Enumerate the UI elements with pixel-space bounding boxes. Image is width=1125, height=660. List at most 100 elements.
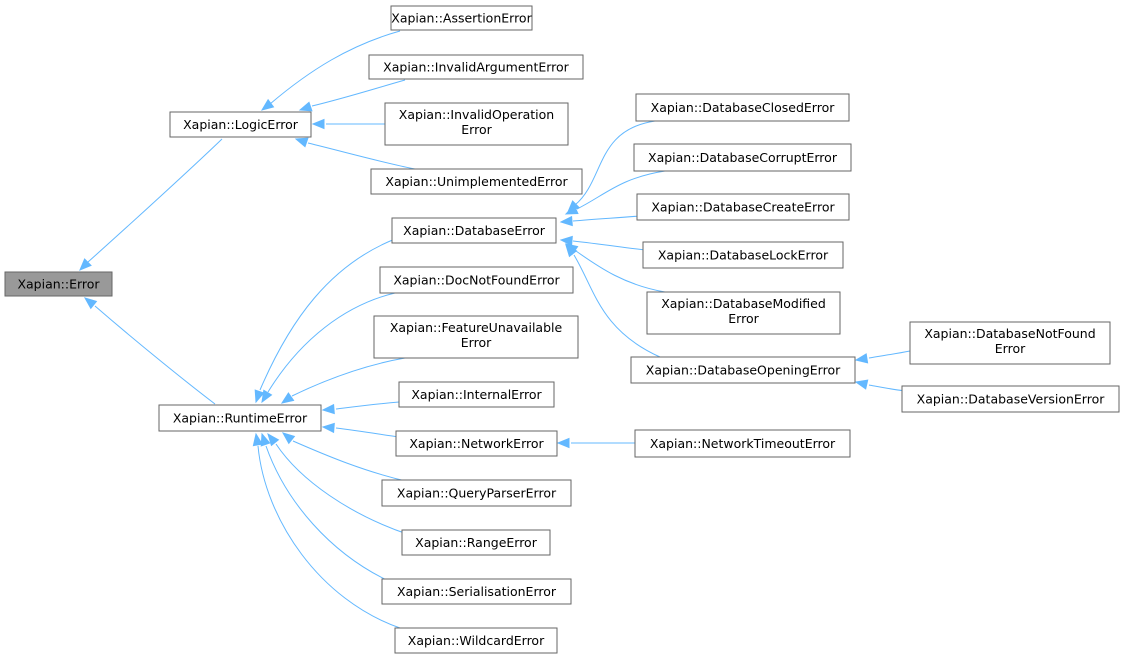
edge-line [269,30,401,105]
class-box [4,271,113,297]
edge-featureunavail-to-runtime [280,357,406,404]
class-name-label: Xapian::Error [17,277,100,292]
class-box [634,429,851,458]
edge-range-to-runtime [267,432,411,536]
class-name-label: Xapian::RuntimeError [173,411,308,426]
edge-line [94,305,216,405]
arrowhead-icon [321,403,335,415]
edge-line [275,443,411,536]
class-node-dbcorrupt[interactable]: Xapian::DatabaseCorruptError [633,143,852,172]
arrowhead-icon [294,137,309,148]
class-node-docnotfound[interactable]: Xapian::DocNotFoundError [379,266,574,294]
class-name-label: Xapian::FeatureUnavailable [390,320,563,335]
edge-dbcorrupt-to-database [564,170,666,215]
edge-network-to-runtime [321,422,400,438]
class-name-label: Error [995,341,1026,356]
class-node-network[interactable]: Xapian::NetworkError [395,430,558,457]
arrowhead-icon [564,204,579,215]
class-node-dbcreate[interactable]: Xapian::DatabaseCreateError [636,193,850,221]
arrowhead-icon [854,379,869,390]
class-node-dbopening[interactable]: Xapian::DatabaseOpeningError [630,356,856,384]
class-node-database[interactable]: Xapian::DatabaseError [391,217,557,244]
class-node-invalidarg[interactable]: Xapian::InvalidArgumentError [368,54,584,80]
class-node-dbversion[interactable]: Xapian::DatabaseVersionError [901,385,1120,413]
class-node-serialisation[interactable]: Xapian::SerialisationError [381,578,572,605]
edge-line [576,170,666,210]
class-node-dblock[interactable]: Xapian::DatabaseLockError [642,241,844,269]
edge-serialisation-to-runtime [260,432,396,585]
class-box [381,479,572,507]
edge-line [87,138,223,263]
class-name-label: Xapian::QueryParserError [397,486,557,501]
class-name-label: Xapian::DatabaseOpeningError [646,363,841,378]
edge-invalidop-to-logic [311,118,385,130]
class-node-wildcard[interactable]: Xapian::WildcardError [394,627,558,654]
edge-nettimeout-to-network [556,437,635,449]
class-node-runtime[interactable]: Xapian::RuntimeError [158,404,322,432]
arrowhead-icon [280,392,295,404]
class-name-label: Xapian::DocNotFoundError [393,273,560,288]
class-box [368,54,584,80]
edge-line [291,357,406,397]
class-name-label: Xapian::DatabaseModified [661,296,826,311]
edge-dbversion-to-dbopening [854,379,906,392]
edge-unimpl-to-logic [294,137,416,170]
class-box [909,321,1111,365]
edge-logic-to-error [79,138,223,271]
class-box [394,627,558,654]
edge-dblock-to-database [559,235,646,251]
class-name-label: Xapian::DatabaseLockError [658,248,829,263]
edge-line [292,440,411,483]
arrowhead-icon [83,297,98,310]
class-node-logic[interactable]: Xapian::LogicError [169,111,312,138]
arrowhead-icon [556,437,570,449]
edge-line [265,445,396,585]
edge-line [572,240,646,251]
class-box [395,430,558,457]
edge-dbnotfound-to-dbopening [854,350,911,364]
class-name-label: Xapian::UnimplementedError [385,174,568,189]
edge-dbopening-to-database [565,243,661,358]
edge-line [257,445,401,629]
class-node-unimpl[interactable]: Xapian::UnimplementedError [370,168,583,195]
class-box [642,241,844,269]
class-box [169,111,312,138]
edge-runtime-to-error [83,297,216,405]
class-node-error[interactable]: Xapian::Error [4,271,113,297]
arrowhead-icon [854,353,869,364]
arrowhead-icon [252,432,264,447]
class-box [646,291,841,335]
class-nodes: Xapian::Error Xapian::LogicErrorXapian::R… [4,5,1120,654]
edge-line [307,142,416,170]
arrowhead-icon [267,432,280,447]
class-box [630,356,856,384]
edge-dbcreate-to-database [559,215,641,227]
class-node-assertion[interactable]: Xapian::AssertionError [390,5,533,31]
arrowhead-icon [281,432,296,445]
class-name-label: Xapian::AssertionError [391,11,532,26]
class-node-range[interactable]: Xapian::RangeError [401,529,551,556]
class-name-label: Error [461,335,492,350]
edge-docnotfound-to-runtime [261,292,396,404]
edge-internal-to-runtime [321,401,400,415]
edge-line [311,79,406,107]
class-name-label: Xapian::InternalError [411,387,542,402]
edge-line [572,215,641,222]
class-name-label: Xapian::DatabaseError [403,223,546,238]
class-node-internal[interactable]: Xapian::InternalError [398,381,555,408]
arrowhead-icon [260,98,275,111]
edge-assertion-to-logic [260,30,401,111]
arrowhead-icon [559,235,573,247]
class-box [391,217,557,244]
class-node-nettimeout[interactable]: Xapian::NetworkTimeoutError [634,429,851,458]
arrowhead-icon [321,422,335,434]
class-node-queryparser[interactable]: Xapian::QueryParserError [381,479,572,507]
class-box [398,381,555,408]
class-box [401,529,551,556]
class-node-dbclosed[interactable]: Xapian::DatabaseClosedError [635,93,850,122]
